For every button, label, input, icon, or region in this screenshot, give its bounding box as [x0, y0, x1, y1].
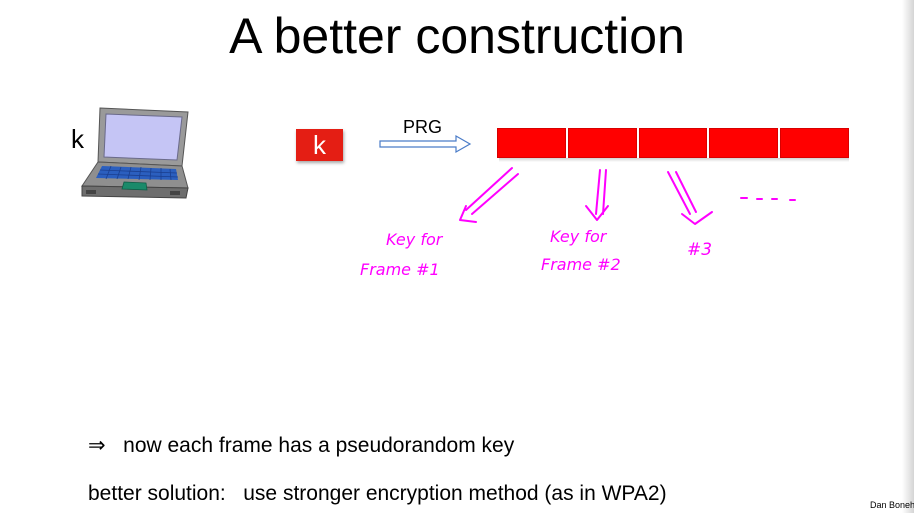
frame1-arrow [459, 167, 519, 223]
frame1-label-line1: Key for [386, 230, 444, 249]
frame3-label: #3 [687, 240, 712, 260]
keystream-segment [497, 128, 568, 158]
slide-edge-shadow [902, 0, 914, 513]
frame2-arrow [585, 169, 609, 221]
implies-symbol: ⇒ [88, 434, 106, 457]
key-k-label: k [71, 124, 84, 154]
frame2-label-line2: Frame #2 [541, 255, 621, 274]
keystream-segment [709, 128, 781, 158]
keystream-segment [638, 128, 710, 158]
frame1-label-line2: Frame #1 [360, 260, 440, 279]
prg-arrow-icon [379, 134, 472, 154]
prg-label: PRG [403, 117, 443, 137]
keystream-shadow [499, 158, 849, 162]
bullet1-text: now each frame has a pseudorandom key [123, 434, 515, 457]
slide-title: A better construction [229, 8, 685, 64]
bullet-better-solution: better solution: use stronger encryption… [88, 482, 667, 505]
bullet-pseudorandom-key: ⇒ now each frame has a pseudorandom key [88, 432, 514, 460]
frame3-arrow [667, 171, 713, 225]
keystream-segment [567, 128, 639, 158]
keystream-segment [780, 128, 849, 158]
continuation-dots [740, 197, 796, 201]
frame2-label-line1: Key for [550, 227, 608, 246]
laptop-icon [81, 107, 189, 199]
key-box: k [296, 129, 343, 161]
author-credit: Dan Boneh [870, 500, 914, 510]
keystream-bar [497, 128, 849, 158]
